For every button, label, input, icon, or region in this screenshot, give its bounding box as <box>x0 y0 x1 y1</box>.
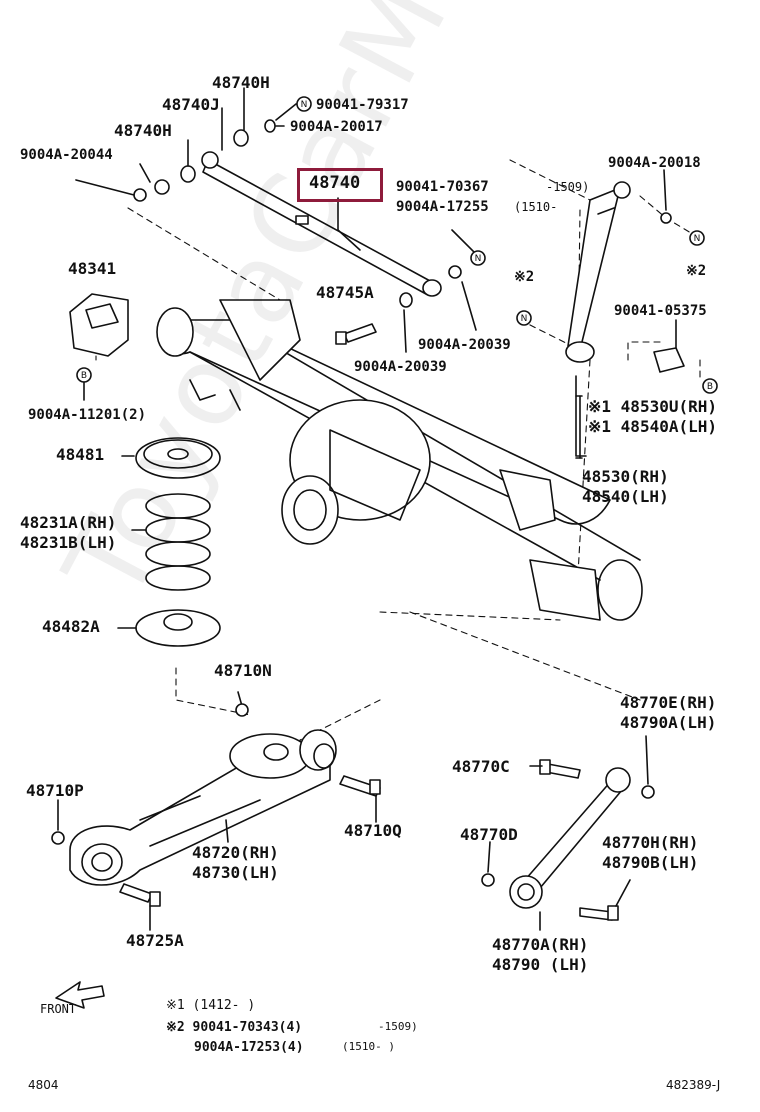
label-48341[interactable]: 48341 <box>68 259 117 278</box>
label-9004A-17255[interactable]: 9004A-17255 <box>396 199 489 215</box>
front-arrow-icon <box>55 981 105 1009</box>
label-48745A[interactable]: 48745A <box>316 283 374 302</box>
label-9004A-20039-a[interactable]: 9004A-20039 <box>418 337 511 353</box>
svg-text:B: B <box>81 371 87 381</box>
svg-text:N: N <box>521 314 528 324</box>
label-48770D[interactable]: 48770D <box>460 825 518 844</box>
label-front: FRONT <box>40 1002 77 1016</box>
footer-left-code: 4804 <box>28 1078 59 1092</box>
label-48770H[interactable]: 48770H(RH) <box>602 833 699 852</box>
label-48710Q[interactable]: 48710Q <box>344 821 402 840</box>
control-arm-48770[interactable] <box>481 759 655 921</box>
label-48482A[interactable]: 48482A <box>42 617 100 636</box>
label-48790B[interactable]: 48790B(LH) <box>602 853 699 872</box>
label-48725A[interactable]: 48725A <box>126 931 184 950</box>
note-2a-date: -1509) <box>378 1020 418 1033</box>
label-9004A-11201[interactable]: 9004A-11201(2) <box>28 407 147 423</box>
svg-text:B: B <box>707 382 713 392</box>
note-2b: 9004A-17253(4) <box>194 1040 304 1055</box>
bump-stopper-48341[interactable] <box>69 293 129 383</box>
label-9004A-20018[interactable]: 9004A-20018 <box>608 155 701 171</box>
label-90041-79317[interactable]: 90041-79317 <box>316 97 409 113</box>
label-48231A[interactable]: 48231A(RH) <box>20 513 117 532</box>
label-48790[interactable]: 48790 (LH) <box>492 955 589 974</box>
label-48790A[interactable]: 48790A(LH) <box>620 713 717 732</box>
svg-text:N: N <box>475 254 482 264</box>
label-kome2-right: ※2 <box>686 263 707 279</box>
label-9004A-20044[interactable]: 9004A-20044 <box>20 147 113 163</box>
label-48540[interactable]: 48540(LH) <box>582 487 669 506</box>
label-48770E[interactable]: 48770E(RH) <box>620 693 717 712</box>
label-9004A-20017[interactable]: 9004A-20017 <box>290 119 383 135</box>
label-48740H-left[interactable]: 48740H <box>114 121 172 140</box>
note-2a: ※2 90041-70343(4) <box>166 1020 303 1035</box>
label-48730[interactable]: 48730(LH) <box>192 863 279 882</box>
trailing-arm-48720[interactable] <box>69 729 337 886</box>
shock-absorber-48530[interactable] <box>565 181 672 363</box>
spring-seat-48482A[interactable] <box>135 609 221 647</box>
label-90041-70367[interactable]: 90041-70367 <box>396 179 489 195</box>
footer-right-code: 482389-J <box>666 1078 721 1092</box>
lateral-rod-48740[interactable] <box>201 151 442 297</box>
bushings-48740 <box>133 119 462 279</box>
note-2b-date: (1510- ) <box>342 1040 395 1053</box>
label-1510-a: (1510- <box>514 200 558 214</box>
label-48740[interactable]: 48740 <box>309 173 361 193</box>
label-90041-05375[interactable]: 90041-05375 <box>614 303 707 319</box>
svg-text:N: N <box>301 100 308 110</box>
bolt-48745A[interactable] <box>335 292 413 345</box>
label-9004A-20039-b[interactable]: 9004A-20039 <box>354 359 447 375</box>
highlight-box-48740 <box>297 168 383 202</box>
label-48720[interactable]: 48720(RH) <box>192 843 279 862</box>
label-48481[interactable]: 48481 <box>56 445 105 464</box>
label-48530[interactable]: 48530(RH) <box>582 467 669 486</box>
label-48740J[interactable]: 48740J <box>162 95 220 114</box>
spring-insulator-48481[interactable] <box>135 437 221 479</box>
label-48770C[interactable]: 48770C <box>452 757 510 776</box>
label-48710P[interactable]: 48710P <box>26 781 84 800</box>
label-48710N[interactable]: 48710N <box>214 661 272 680</box>
label-48540A[interactable]: ※1 48540A(LH) <box>588 417 717 436</box>
svg-text:N: N <box>694 234 701 244</box>
label-48770A[interactable]: 48770A(RH) <box>492 935 589 954</box>
note-1: ※1 (1412- ) <box>166 998 256 1013</box>
label-kome2-mid: ※2 <box>514 269 535 285</box>
label-1509-a: -1509) <box>546 180 590 194</box>
label-48231B[interactable]: 48231B(LH) <box>20 533 117 552</box>
label-48740H-top[interactable]: 48740H <box>212 73 270 92</box>
rear-axle-housing <box>156 299 643 621</box>
label-48530U[interactable]: ※1 48530U(RH) <box>588 397 717 416</box>
